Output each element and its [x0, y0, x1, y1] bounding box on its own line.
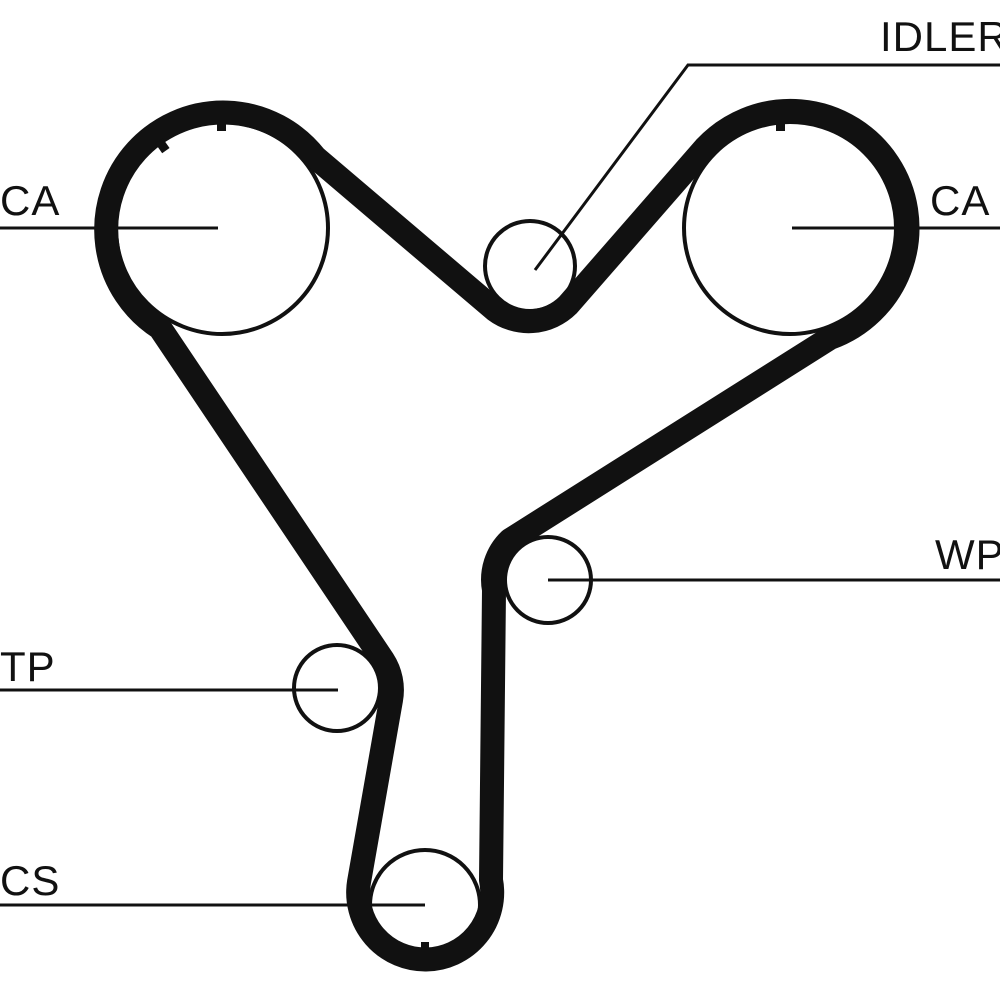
label-crankshaft: CS — [0, 857, 61, 904]
tensioner-pulley — [292, 643, 382, 733]
timing-mark-right-cam — [776, 116, 785, 131]
timing-mark-left-cam — [217, 116, 226, 131]
label-tensioner: TP — [0, 643, 56, 690]
timing-mark-left-cam-secondary — [155, 138, 170, 154]
label-camshaft-right: CA — [930, 177, 991, 224]
timing-mark-crank — [421, 942, 429, 957]
leader-line-idler — [533, 63, 1000, 271]
label-water-pump: WP — [935, 531, 1000, 578]
label-idler: IDLER — [880, 13, 1000, 60]
timing-belt — [94, 98, 920, 972]
label-camshaft-left: CA — [0, 177, 61, 224]
